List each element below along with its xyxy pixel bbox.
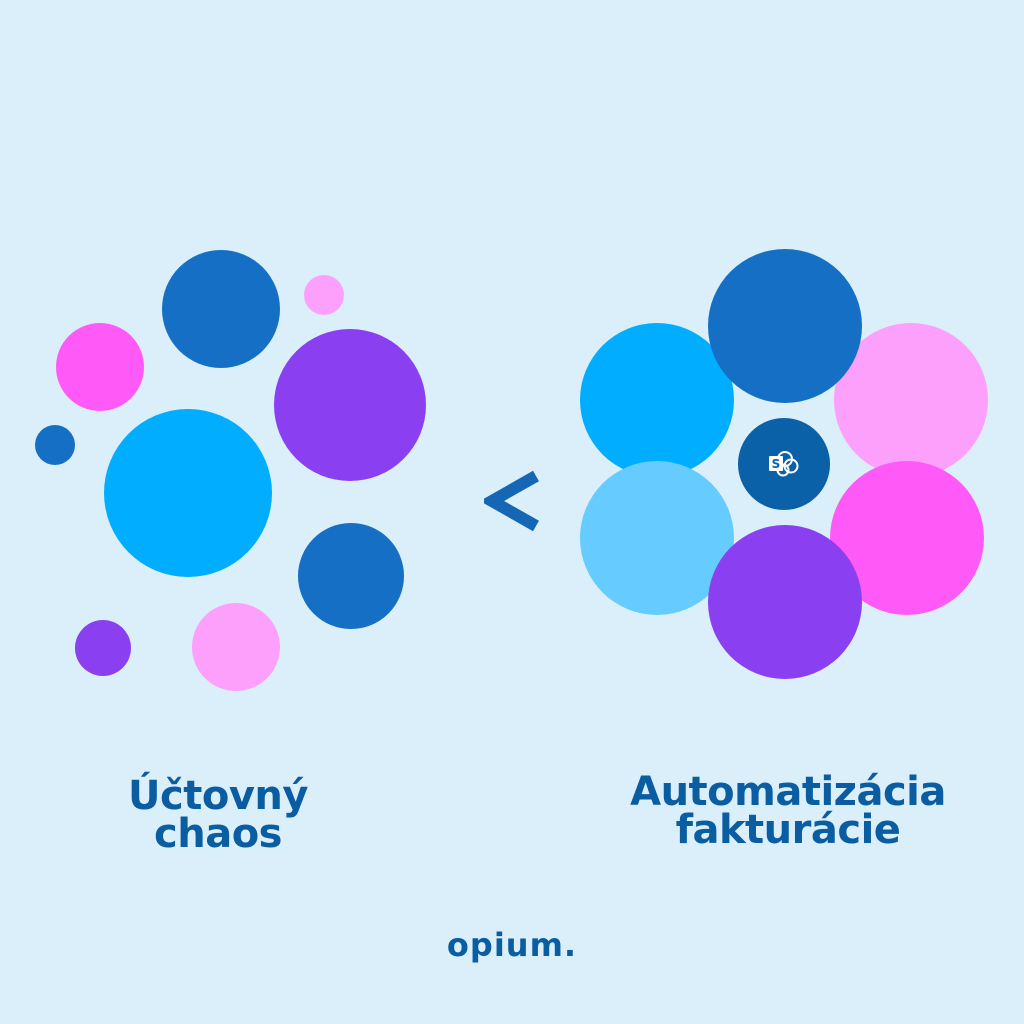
- automation-label-line-2: fakturácie: [675, 807, 901, 853]
- chaos-circle-lightpink-bottom: [192, 603, 280, 691]
- center-badge: S: [738, 418, 830, 510]
- automation-circle-purple: [708, 525, 862, 679]
- chaos-label: Účtovný chaos: [78, 773, 358, 857]
- chaos-label-line-1: Účtovný: [128, 773, 308, 819]
- chaos-circle-pink: [56, 323, 144, 411]
- chaos-circle-purple-large: [274, 329, 426, 481]
- automation-circle-cyan: [580, 323, 734, 477]
- sharepoint-letter: S: [772, 457, 781, 471]
- less-than-icon: [484, 470, 539, 532]
- chaos-circle-cyan-large: [104, 409, 272, 577]
- opium-logo: opium.: [446, 926, 578, 964]
- automation-circle-navy: [708, 249, 862, 403]
- automation-label-line-1: Automatizácia: [630, 769, 946, 815]
- chaos-circle-navy-top: [162, 250, 280, 368]
- chaos-circle-navy-tiny: [35, 425, 75, 465]
- chaos-circle-lightpink-small: [304, 275, 344, 315]
- automation-circle-lightpink: [834, 323, 988, 477]
- sharepoint-icon: S: [769, 451, 799, 477]
- chaos-circle-navy-right: [298, 523, 404, 629]
- chaos-circle-purple-small: [75, 620, 131, 676]
- chaos-label-line-2: chaos: [154, 811, 282, 857]
- automation-label: Automatizácia fakturácie: [600, 769, 976, 853]
